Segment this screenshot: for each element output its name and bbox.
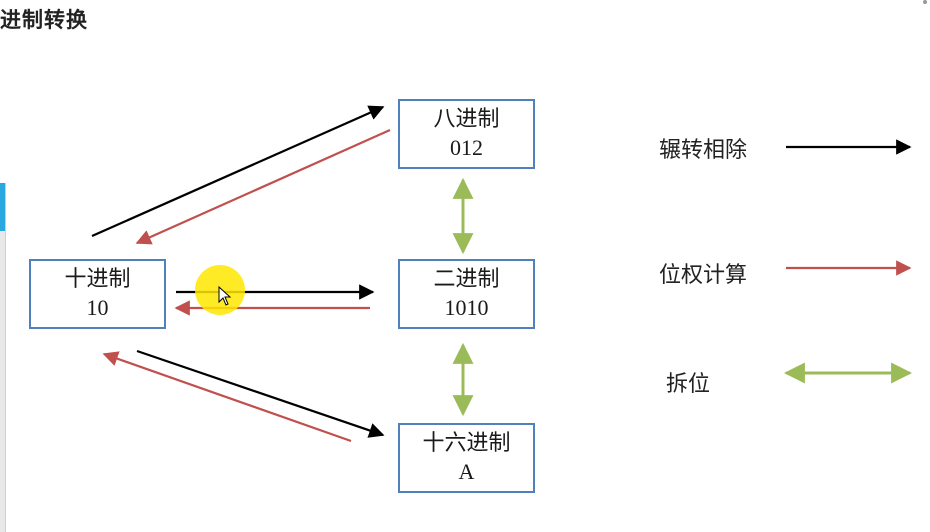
octal-label: 八进制 [433,107,500,132]
corner-dot [923,0,927,4]
page-title: 进制转换 [0,8,88,32]
left-panel-accent [0,183,5,231]
arrow-hex-to-dec-weight [102,351,352,443]
binary-box: 二进制 1010 [398,259,535,329]
left-panel-edge [0,183,6,532]
decimal-box: 十进制 10 [29,259,166,329]
legend-division-label: 辗转相除 [659,138,748,163]
binary-value: 1010 [444,295,489,320]
arrow-dec-to-oct-division [91,105,385,238]
octal-box: 八进制 012 [398,99,535,169]
legend-split-label: 拆位 [666,372,711,397]
decimal-label: 十进制 [64,267,131,292]
arrow-oct-to-dec-weight [135,128,391,245]
legend-weight-label: 位权计算 [659,263,748,288]
decimal-value: 10 [86,295,109,320]
hex-value: A [458,459,475,484]
mouse-cursor-icon [218,286,232,306]
arrow-dec-to-hex-division [136,349,385,438]
hex-box: 十六进制 A [398,423,535,493]
hex-label: 十六进制 [422,431,511,456]
octal-value: 012 [450,135,483,160]
binary-label: 二进制 [433,267,500,292]
